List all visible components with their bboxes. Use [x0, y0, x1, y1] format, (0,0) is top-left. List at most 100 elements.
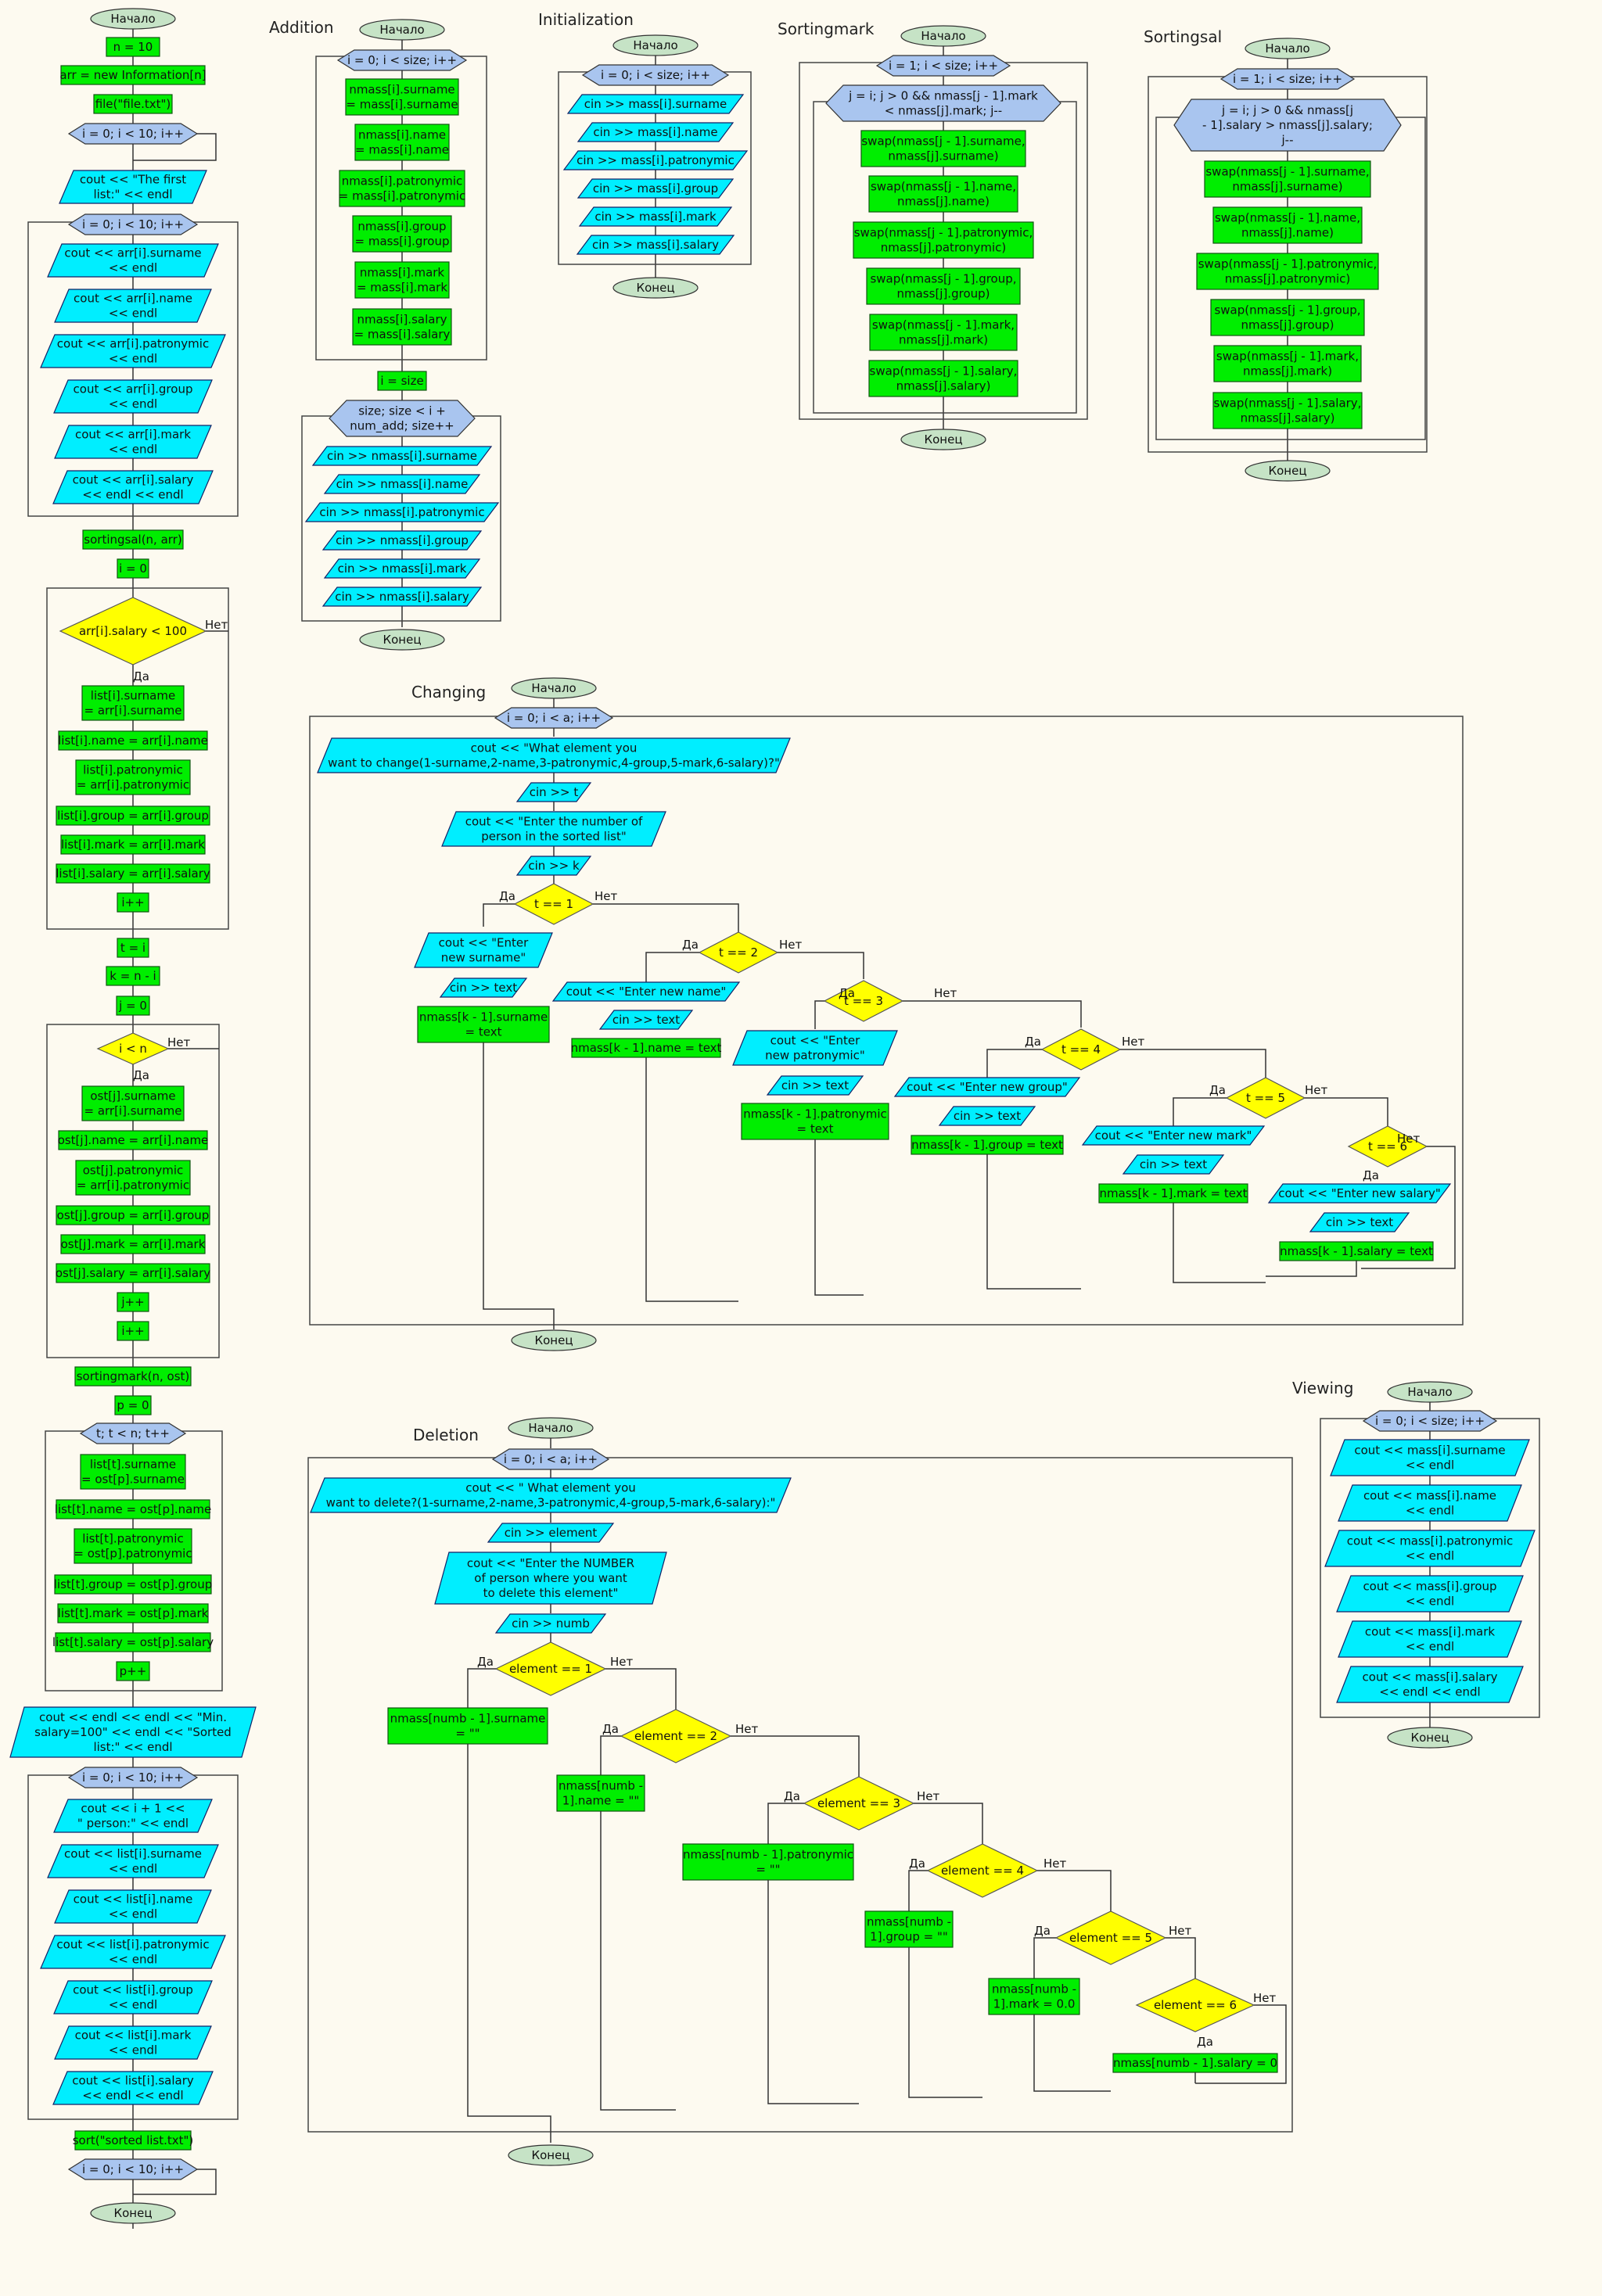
e2-yes-label: Да — [602, 1722, 619, 1736]
cin-nmass-group-block-label: cin >> nmass[i].group — [336, 533, 469, 547]
sortingmark-start-terminal-label: Начало — [921, 29, 965, 43]
ss-swap-surname-block-label: swap(nmass[j - 1].surname,nmass[j].surna… — [1205, 164, 1369, 193]
cin-mass-surname-block — [566, 94, 745, 114]
p-zero-block — [114, 1395, 152, 1415]
print-sorted-loop — [67, 1767, 199, 1788]
element-eq-4-condition-label: element == 4 — [941, 1864, 1024, 1878]
element-eq-3-condition — [803, 1776, 915, 1831]
t-eq-1-condition-label: t == 1 — [534, 897, 573, 911]
set-surname-block-label: nmass[k - 1].surname= text — [419, 1010, 548, 1039]
viewing-loop — [1362, 1410, 1498, 1432]
print-person-number-block — [53, 1799, 213, 1833]
sortingmark-call-block-label: sortingmark(n, ost) — [77, 1369, 190, 1383]
cin-mass-group-block-label: cin >> mass[i].group — [593, 181, 718, 196]
cin-numb-block — [494, 1613, 607, 1634]
addition-start-terminal — [359, 19, 445, 41]
connector-line — [903, 1000, 1082, 1028]
ss-swap-group-block — [1210, 299, 1365, 336]
t5-no-label: Нет — [1305, 1083, 1328, 1097]
connector-line — [814, 1000, 824, 1029]
viewing-end-terminal — [1387, 1727, 1473, 1749]
initialization-start-terminal — [612, 34, 699, 56]
sortingmark-title: Sortingmark — [778, 20, 875, 38]
sm-swap-surname-block-label: swap(nmass[j - 1].surname,nmass[j].surna… — [861, 134, 1025, 163]
deletion-end-terminal-label: Конец — [531, 2148, 569, 2162]
ost-salary-block — [56, 1263, 210, 1283]
element-eq-6-condition-label: element == 6 — [1154, 1998, 1237, 2012]
deletion-end-terminal — [508, 2144, 594, 2166]
sm-swap-name-block — [868, 175, 1018, 213]
main-loop-1-label: i = 0; i < 10; i++ — [82, 127, 184, 141]
ss-swap-name-block — [1212, 206, 1363, 244]
t-eq-2-condition-label: t == 2 — [719, 945, 758, 960]
set-name-block — [571, 1038, 721, 1058]
viewing-loop-label: i = 0; i < size; i++ — [1375, 1414, 1485, 1428]
ost-mark-block-label: ost[j].mark = arr[i].mark — [61, 1237, 206, 1251]
sortingsal-outer-loop-label: i = 1; i < size; i++ — [1233, 72, 1342, 86]
addition-loop-2 — [329, 400, 476, 437]
arr-alloc-block-label: arr = new Information[n] — [59, 68, 206, 82]
enter-patronymic-block — [732, 1030, 898, 1066]
cin-nmass-patronymic-block — [304, 502, 500, 522]
t-loop-header — [79, 1422, 187, 1444]
cin-text-4-block-label: cin >> text — [954, 1109, 1021, 1123]
list-t-mark-block — [57, 1603, 209, 1623]
sm-swap-salary-block — [868, 360, 1018, 397]
cin-mass-salary-block-label: cin >> mass[i].salary — [592, 238, 719, 252]
i-size-block-label: i = size — [380, 374, 423, 388]
print-person-number-block-label: cout << i + 1 <<" person:" << endl — [77, 1801, 189, 1830]
list-name-block-label: list[i].name = arr[i].name — [58, 734, 208, 748]
cin-k-block-label: cin >> k — [528, 859, 580, 873]
connector-line — [908, 1947, 982, 2098]
connector-line — [593, 903, 739, 933]
element-eq-5-condition — [1054, 1910, 1167, 1965]
addition-patronymic-block — [339, 170, 465, 207]
print-list-surname-block — [47, 1844, 219, 1878]
element-eq-4-condition — [926, 1843, 1039, 1898]
clear-name-block-label: nmass[numb -1].name = "" — [559, 1778, 643, 1807]
e4-yes-label: Да — [909, 1857, 925, 1871]
connector-line — [1166, 1937, 1196, 1980]
connector-line — [1361, 1146, 1456, 1269]
list-patronymic-block-label: list[i].patronymic= arr[i].patronymic — [77, 762, 189, 791]
print-list-patronymic-block — [40, 1935, 226, 1969]
enter-name-block — [551, 981, 741, 1002]
sortingsal-inner-loop — [1173, 99, 1402, 152]
addition-name-block-label: nmass[i].name= mass[i].name — [355, 127, 449, 156]
addition-loop-1 — [336, 49, 468, 71]
sortingmark-call-block — [74, 1366, 192, 1387]
i-inc-block — [117, 892, 149, 913]
sortingmark-inner-loop — [825, 84, 1061, 122]
t3-yes-label: Да — [839, 986, 855, 1000]
t-assign-block-label: t = i — [120, 941, 145, 955]
sortingmark-inner-loop-label: j = i; j > 0 && nmass[j - 1].mark< nmass… — [848, 88, 1038, 117]
element-eq-2-condition-label: element == 2 — [634, 1729, 717, 1743]
clear-name-block — [556, 1774, 645, 1812]
clear-salary-block-label: nmass[numb - 1].salary = 0 — [1113, 2056, 1277, 2070]
j-zero-block-label: j = 0 — [118, 999, 147, 1013]
view-surname-block — [1330, 1439, 1530, 1476]
i-zero-block — [117, 558, 149, 579]
view-patronymic-block-label: cout << mass[i].patronymic<< endl — [1347, 1534, 1514, 1562]
main-end-terminal-label: Конец — [113, 2206, 152, 2220]
t-eq-3-condition-label: t == 3 — [844, 994, 883, 1008]
t2-no-label: Нет — [779, 938, 803, 952]
clear-group-block — [864, 1910, 954, 1948]
main-loop-1 — [67, 123, 199, 145]
k-assign-block — [106, 966, 160, 986]
connector-line — [1305, 1097, 1388, 1126]
addition-end-terminal — [359, 629, 445, 651]
print-list-mark-block-label: cout << list[i].mark<< endl — [75, 2028, 192, 2057]
i-lt-n-condition — [96, 1032, 170, 1065]
print-mark-block-label: cout << arr[i].mark<< endl — [75, 427, 191, 456]
sm-swap-mark-block — [869, 314, 1018, 351]
clear-patronymic-block-label: nmass[numb - 1].patronymic= "" — [683, 1847, 853, 1876]
connector-line — [645, 1057, 738, 1302]
i-lt-n-yes-label: Да — [133, 1068, 149, 1082]
changing-loop-frame — [309, 716, 1464, 1326]
connector-line — [600, 1735, 621, 1775]
t-eq-4-condition-label: t == 4 — [1061, 1042, 1101, 1057]
